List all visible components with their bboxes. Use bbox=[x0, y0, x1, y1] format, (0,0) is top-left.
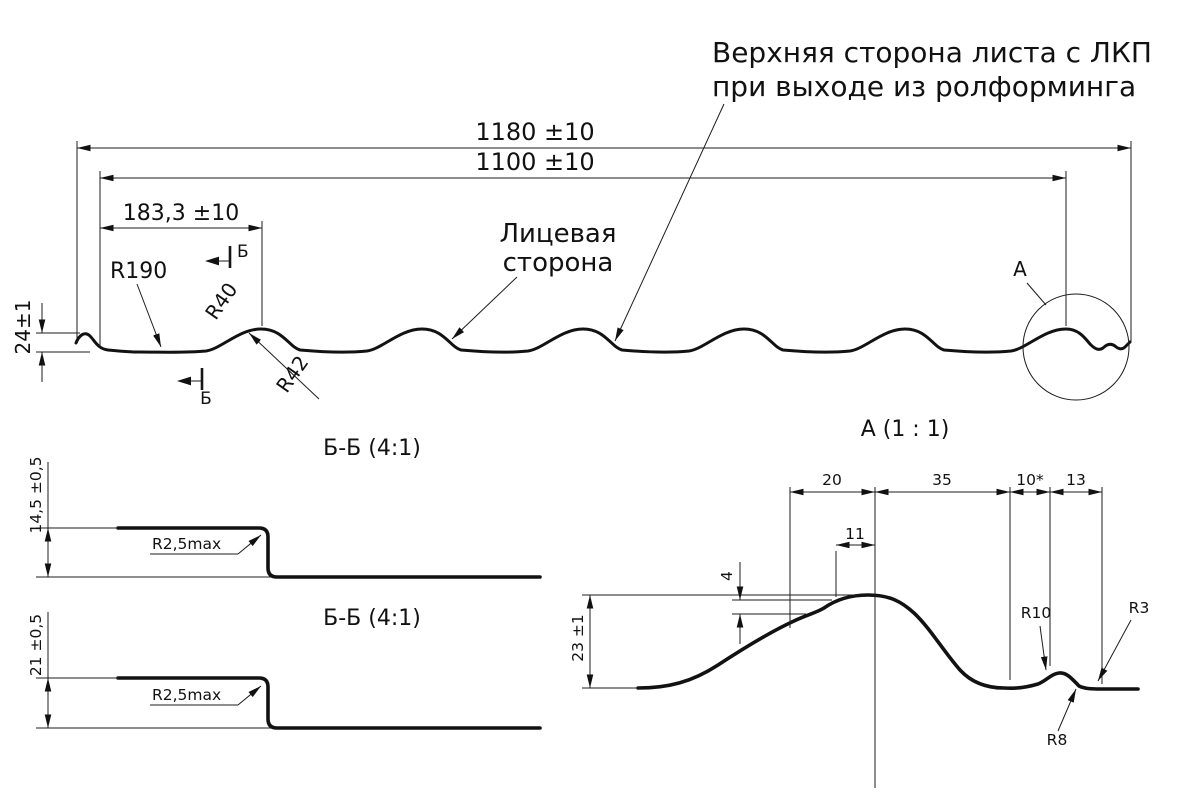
leader-line bbox=[451, 276, 518, 340]
face-label-line1: Лицевая bbox=[499, 219, 616, 249]
dimension-working-width: 1100 ±10 bbox=[99, 148, 1067, 347]
callout-r40-r42: R40 R42 bbox=[200, 278, 320, 400]
top-note-line2: при выходе из ролформинга bbox=[712, 70, 1136, 103]
leader-line bbox=[136, 283, 162, 348]
radius-label: R3 bbox=[1129, 599, 1150, 617]
dimension-label: 11 bbox=[845, 525, 865, 543]
callout-r10: R10 bbox=[1021, 604, 1052, 671]
dimension-label: 1180 ±10 bbox=[475, 118, 594, 146]
top-note-line1: Верхняя сторона листа с ЛКП bbox=[712, 36, 1152, 69]
dimension-label: 20 bbox=[822, 471, 842, 489]
dimension-label: 10* bbox=[1016, 471, 1044, 489]
section-profile bbox=[116, 526, 542, 579]
dimension-label: 14,5 ±0,5 bbox=[27, 456, 45, 533]
dimension-detail-height: 23 ±1 bbox=[569, 594, 864, 689]
section-marker-b-top: Б bbox=[205, 242, 249, 268]
radius-label: R2,5max bbox=[152, 686, 221, 704]
dimension-label: 21 ±0,5 bbox=[27, 614, 45, 676]
dimension-label: 24±1 bbox=[11, 300, 35, 355]
radius-label-r42: R42 bbox=[271, 351, 313, 397]
callout-r190: R190 bbox=[110, 259, 167, 348]
radius-label: R10 bbox=[1021, 604, 1052, 622]
marker-label: А bbox=[1013, 257, 1027, 281]
marker-label: Б bbox=[237, 242, 249, 262]
top-note: Верхняя сторона листа с ЛКП при выходе и… bbox=[614, 36, 1152, 342]
face-label-line2: сторона bbox=[503, 248, 614, 278]
radius-label-r40: R40 bbox=[200, 278, 242, 324]
radius-label: R8 bbox=[1047, 731, 1068, 749]
detail-a-circle bbox=[1022, 293, 1130, 401]
detail-a-view: А (1 : 1) 23 ±1 20 35 10* 13 bbox=[569, 417, 1149, 788]
section-bb-lower: Б-Б (4:1) 21 ±0,5 R2,5max bbox=[27, 606, 542, 730]
leader-line bbox=[237, 534, 262, 555]
dimension-label: 183,3 ±10 bbox=[123, 201, 239, 226]
dimension-label: 1100 ±10 bbox=[475, 148, 594, 176]
dimension-4: 4 bbox=[718, 562, 832, 644]
dimension-label: 4 bbox=[718, 571, 736, 581]
radius-label: R2,5max bbox=[152, 535, 221, 553]
callout-r3: R3 bbox=[1097, 599, 1150, 682]
leader-line bbox=[1026, 282, 1047, 306]
leader-line bbox=[1097, 619, 1132, 682]
dimension-label: 13 bbox=[1066, 471, 1086, 489]
leader-line bbox=[1057, 688, 1077, 732]
leader-line bbox=[614, 103, 725, 342]
dimension-profile-height: 24±1 bbox=[11, 300, 90, 382]
dimension-module-width: 183,3 ±10 bbox=[100, 201, 263, 326]
section-profile bbox=[116, 676, 542, 730]
leader-line bbox=[1039, 625, 1048, 671]
main-view: 1180 ±10 1100 ±10 183,3 ±10 24±1 R190 bbox=[11, 36, 1152, 409]
dimension-11: 11 bbox=[835, 525, 875, 597]
dimension-label: 35 bbox=[932, 471, 952, 489]
section-title: Б-Б (4:1) bbox=[323, 606, 421, 631]
leader-line bbox=[248, 332, 320, 400]
callout-r8: R8 bbox=[1047, 688, 1077, 749]
sheet-profile-curve bbox=[74, 327, 1132, 354]
arrowhead bbox=[177, 376, 191, 386]
marker-label: Б bbox=[200, 389, 212, 409]
arrowhead bbox=[205, 256, 219, 266]
dimension-overall-width: 1180 ±10 bbox=[76, 118, 1132, 342]
dimension-label: 23 ±1 bbox=[569, 614, 587, 662]
leader-line bbox=[237, 685, 262, 706]
face-side-label: Лицевая сторона bbox=[451, 219, 617, 340]
section-bb-upper: Б-Б (4:1) 14,5 ±0,5 R2,5max bbox=[27, 436, 542, 579]
section-title: Б-Б (4:1) bbox=[323, 436, 421, 461]
dimension-chain-top: 20 35 10* 13 bbox=[789, 471, 1103, 788]
detail-profile-curve bbox=[636, 593, 1140, 691]
section-marker-b-bottom: Б bbox=[177, 368, 212, 409]
detail-marker-a: А bbox=[1013, 257, 1047, 306]
radius-label: R190 bbox=[110, 259, 167, 284]
detail-title: А (1 : 1) bbox=[861, 417, 950, 442]
